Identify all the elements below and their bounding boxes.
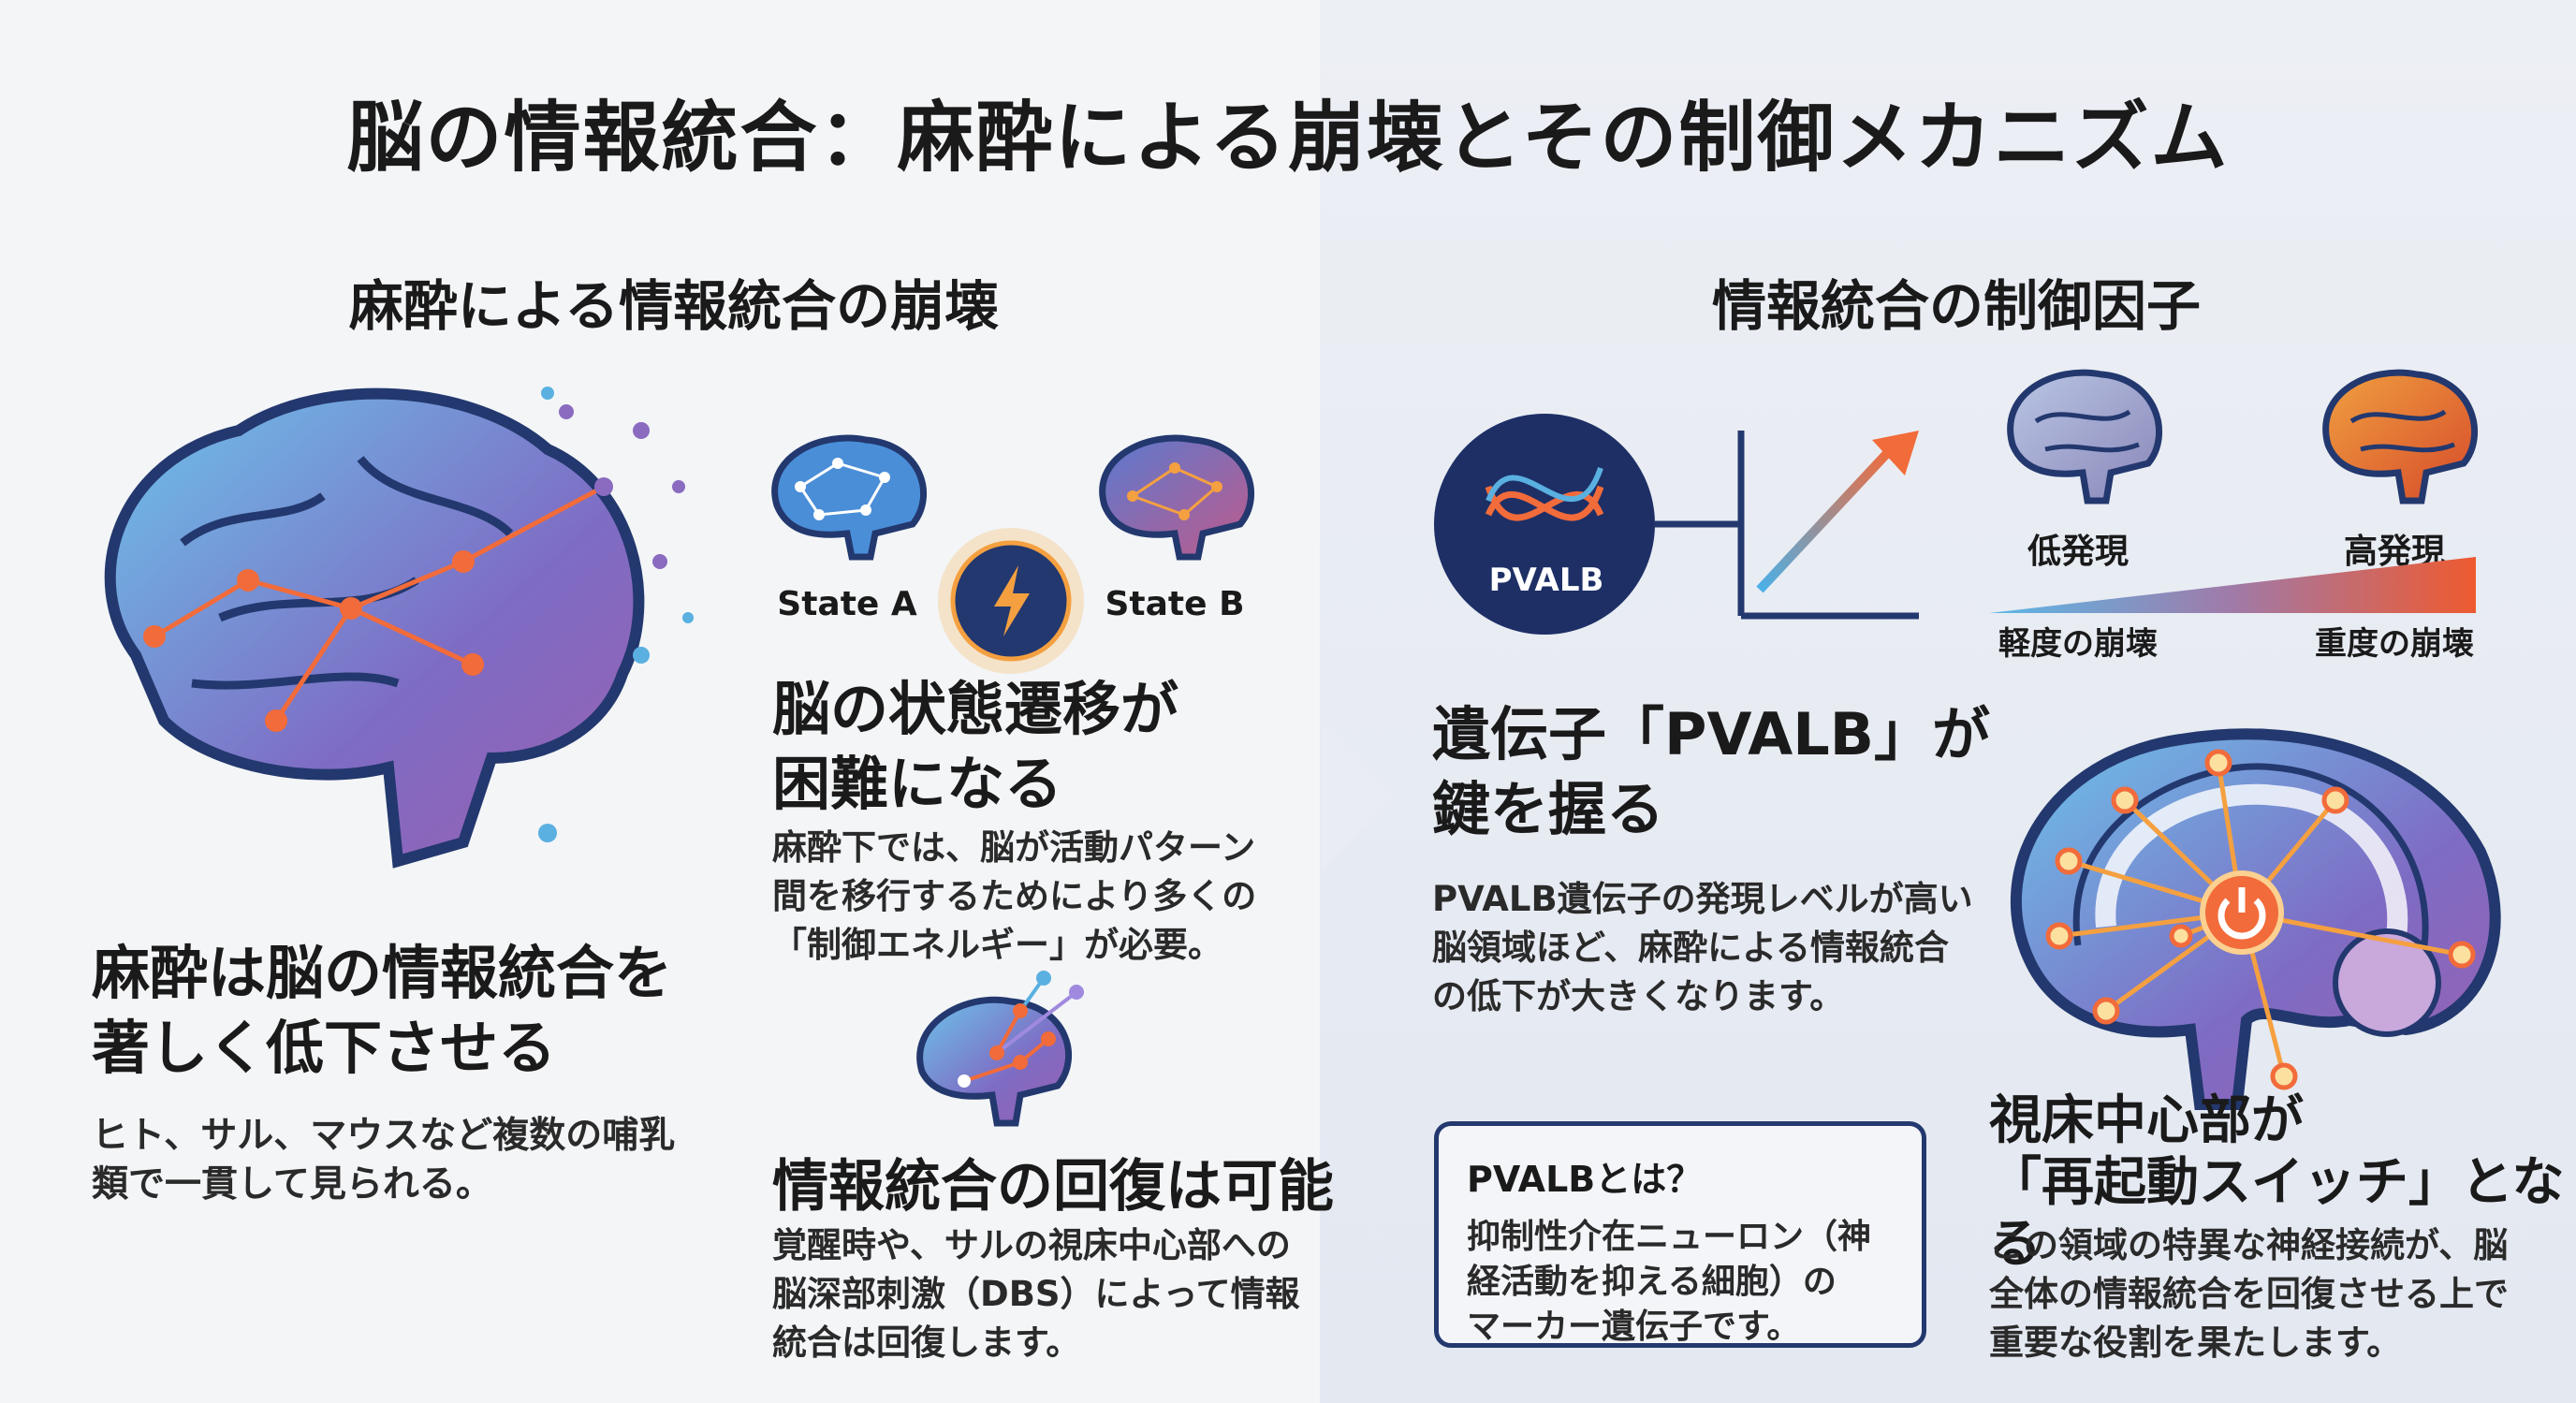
thalamus-switch-brain-icon xyxy=(2011,728,2501,1110)
mild-collapse-label: 軽度の崩壊 xyxy=(1998,625,2158,663)
recovery-title: 情報統合の回復は可能 xyxy=(772,1154,1334,1220)
disintegrating-brain-icon xyxy=(104,387,694,869)
state-transition-body: 麻酔下では、脳が活動パターン間を移行するためにより多くの「制御エネルギー」が必要… xyxy=(772,827,1257,965)
pvalb-definition-box: PVALBとは？ 抑制性介在ニューロン（神経活動を抑える細胞）のマーカー遺伝子で… xyxy=(1434,1121,1926,1348)
pvalb-definition-title: PVALBとは？ xyxy=(1467,1159,1703,1200)
high-expression-brain-icon xyxy=(2322,369,2479,504)
lightning-energy-icon xyxy=(938,528,1084,674)
low-expression-label: 低発現 xyxy=(2027,533,2129,571)
recovering-brain-icon xyxy=(916,971,1084,1127)
state-a-brain-icon xyxy=(771,434,928,561)
expression-gradient-bar xyxy=(1989,557,2476,613)
anesthesia-claim-body: ヒト、サル、マウスなど複数の哺乳類で一貫して見られる。 xyxy=(92,1115,676,1206)
anesthesia-claim-title: 麻酔は脳の情報統合を著しく低下させる xyxy=(92,939,673,1082)
state-b-brain-icon xyxy=(1099,434,1255,561)
thalamus-title: 視床中心部が「再起動スイッチ」となる xyxy=(1989,1090,2565,1275)
severe-collapse-label: 重度の崩壊 xyxy=(2315,625,2474,663)
panel-divider-chevron-icon xyxy=(1322,721,1395,870)
state-b-label: State B xyxy=(1105,585,1245,623)
pvalb-expression-graph xyxy=(1434,414,1919,635)
low-expression-brain-icon xyxy=(2007,369,2163,504)
thalamus-body: この領域の特異な神経接続が、脳全体の情報統合を回復させる上で重要な役割を果たしま… xyxy=(1989,1225,2509,1363)
pvalb-key-body: PVALB遺伝子の発現レベルが高い脳領域ほど、麻酔による情報統合の低下が大きくな… xyxy=(1432,879,1973,1016)
left-section-heading: 麻酔による情報統合の崩壊 xyxy=(348,274,1000,338)
right-section-heading: 情報統合の制御因子 xyxy=(1711,274,2201,338)
recovery-body: 覚醒時や、サルの視床中心部への脳深部刺激（DBS）によって情報統合は回復します。 xyxy=(772,1225,1300,1363)
state-a-label: State A xyxy=(777,585,917,623)
pvalb-key-title: 遺伝子「PVALB」が鍵を握る xyxy=(1432,700,1990,843)
state-transition-title: 脳の状態遷移が困難になる xyxy=(772,675,1179,818)
pvalb-definition-body: 抑制性介在ニューロン（神経活動を抑える細胞）のマーカー遺伝子です。 xyxy=(1467,1218,1872,1346)
page-title: 脳の情報統合：麻酔による崩壊とその制御メカニズム xyxy=(346,94,2230,183)
pvalb-gene-label: PVALB xyxy=(1488,562,1604,599)
